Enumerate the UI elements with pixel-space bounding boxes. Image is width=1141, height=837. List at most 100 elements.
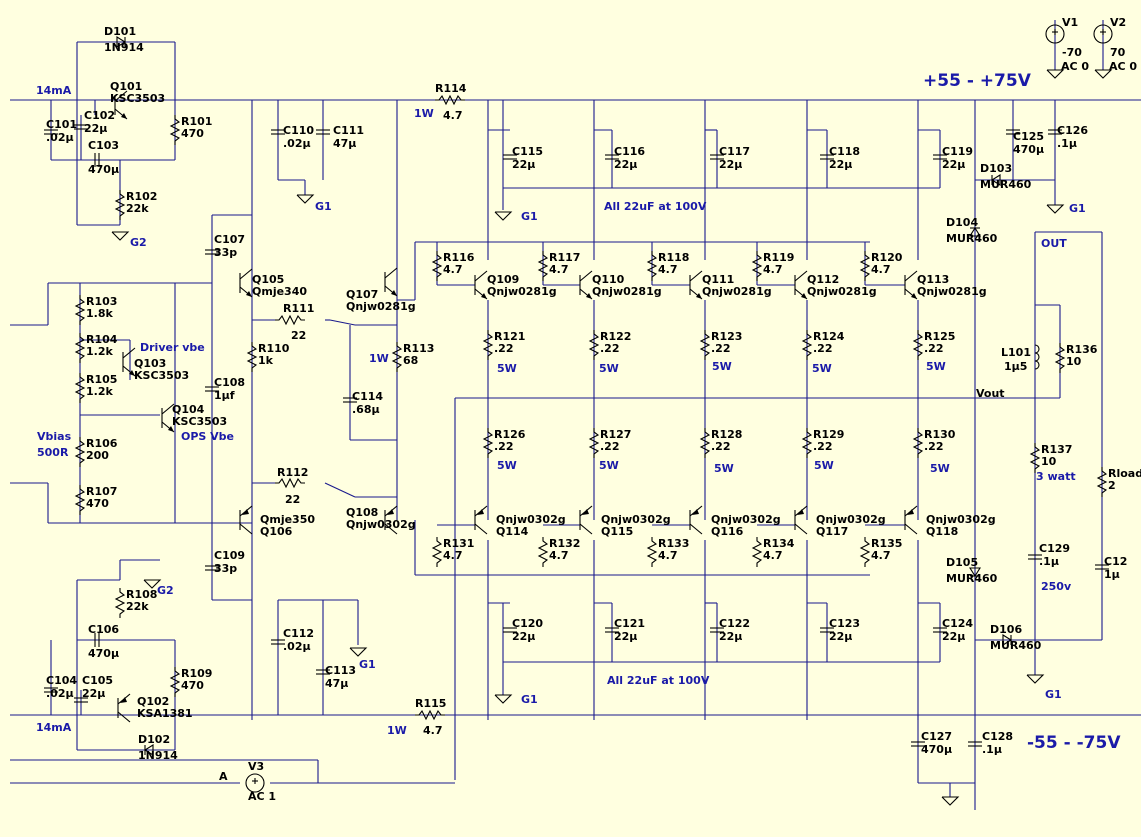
capacitor-ref-c110: C110	[283, 124, 314, 137]
resistor-r117	[537, 251, 549, 281]
vbias-label: Vbias	[37, 430, 72, 443]
capacitor-value-c106: 470µ	[88, 647, 119, 660]
transistor-q108	[384, 505, 398, 535]
capacitor-c127	[911, 741, 925, 747]
diode-d104	[969, 226, 981, 237]
resistor-value-r101: 470	[181, 127, 204, 140]
resistor-value-r118: 4.7	[658, 263, 678, 276]
diode-ref-d105: D105	[946, 556, 978, 569]
wire-58	[329, 319, 356, 326]
capacitor-c118	[820, 154, 834, 160]
transistor-ref-q107: Q107	[346, 288, 378, 301]
ground-label: G1	[521, 210, 538, 223]
wire-61	[324, 482, 356, 498]
net-label-out: OUT	[1041, 237, 1067, 250]
resistor-value-r110: 1k	[258, 354, 274, 367]
resistor-value-r123: .22	[711, 342, 731, 355]
resistor-ref-r134: R134	[763, 537, 795, 550]
ground-symbol	[1094, 69, 1113, 79]
current-label-top: 14mA	[36, 84, 72, 97]
capacitor-ref-c117: C117	[719, 145, 750, 158]
components	[44, 24, 1113, 806]
resistor-value-r116: 4.7	[443, 263, 463, 276]
transistor-ref-q113: Q113	[917, 273, 949, 286]
resistor-value-r103: 1.8k	[86, 307, 113, 320]
capacitor-c115	[503, 154, 517, 160]
caps-note-bottom: All 22uF at 100V	[607, 674, 710, 687]
transistor-ref-q108: Q108	[346, 506, 378, 519]
transistor-model-q116: Qnjw0302g	[711, 513, 781, 526]
capacitor-ref-c101: C101	[46, 118, 77, 131]
resistor-r118	[646, 251, 658, 281]
transistor-ref-q106: Q106	[260, 525, 293, 538]
capacitor-ref-c107: C107	[214, 233, 245, 246]
transistor-q104	[161, 403, 175, 433]
capacitor-ref-c115: C115	[512, 145, 543, 158]
power-rating-r113: 1W	[369, 352, 389, 365]
capacitor-c107	[205, 249, 219, 255]
capacitor-c103	[94, 153, 100, 167]
resistor-r108	[114, 588, 126, 618]
transistor-ref-q101: Q101	[110, 80, 142, 93]
capacitor-ref-c102: C102	[84, 109, 115, 122]
capacitor-value-c103: 470µ	[88, 163, 119, 176]
resistor-r137	[1029, 443, 1041, 473]
resistor-r135	[859, 537, 871, 567]
resistor-value-r132: 4.7	[549, 549, 569, 562]
diode-ref-d106: D106	[990, 623, 1022, 636]
capacitor-value-c119: 22µ	[942, 158, 965, 171]
resistor-value-r107: 470	[86, 497, 109, 510]
resistor-r102	[114, 190, 126, 220]
resistor-value-rload: 2	[1108, 479, 1116, 492]
capacitor-c120	[503, 627, 517, 633]
transistor-q117	[794, 505, 808, 535]
capacitor-ref-c103: C103	[88, 139, 119, 152]
capacitor-c108	[205, 386, 219, 392]
resistor-r136	[1054, 343, 1066, 373]
capacitor-value-c101: .02µ	[46, 131, 74, 144]
capacitor-value-c121: 22µ	[614, 630, 637, 643]
resistor-value-r126: .22	[494, 440, 514, 453]
resistor-r132	[537, 537, 549, 567]
capacitor-ref-c106: C106	[88, 623, 119, 636]
resistor-ref-r117: R117	[549, 251, 580, 264]
resistor-ref-r116: R116	[443, 251, 475, 264]
capacitor-value-c105: 22µ	[82, 687, 105, 700]
resistor-r124	[801, 330, 813, 360]
r126-rating: 5W	[497, 459, 517, 472]
voltage-source-v1	[1045, 24, 1065, 44]
capacitor-value-c108: 1µf	[214, 389, 235, 402]
resistor-r128	[699, 428, 711, 458]
capacitor-value-c126: .1µ	[1057, 137, 1077, 150]
capacitor-ref-c122: C122	[719, 617, 750, 630]
ground-symbol	[494, 211, 513, 221]
resistor-ref-r135: R135	[871, 537, 902, 550]
transistor-ref-q110: Q110	[592, 273, 625, 286]
ground-symbol	[111, 231, 130, 241]
transistor-model-q111: Qnjw0281g	[702, 285, 772, 298]
r123-rating: 5W	[712, 360, 732, 373]
transistor-ref-q118: Q118	[926, 525, 958, 538]
capacitor-c112	[271, 639, 285, 645]
resistor-r105	[74, 373, 86, 403]
inductor-value-l101: 1µ5	[1004, 360, 1027, 373]
capacitor-value-c120: 22µ	[512, 630, 535, 643]
resistor-r123	[699, 330, 711, 360]
transistor-ref-q102: Q102	[137, 695, 169, 708]
diode-d102	[143, 744, 154, 756]
capacitor-value-c129: .1µ	[1039, 555, 1059, 568]
transistor-q114	[474, 505, 488, 535]
source-value-v1: -70	[1062, 46, 1082, 59]
resistor-value-r122: .22	[600, 342, 620, 355]
diode-model-d105: MUR460	[946, 572, 998, 585]
ground-label: G1	[1069, 202, 1086, 215]
capacitor-c119	[933, 154, 947, 160]
resistor-ref-r118: R118	[658, 251, 689, 264]
power-rating-r114: 1W	[414, 107, 434, 120]
r128-rating: 5W	[714, 462, 734, 475]
resistor-r116	[431, 251, 443, 281]
capacitor-c121	[605, 627, 619, 633]
transistor-ref-q109: Q109	[487, 273, 519, 286]
net-label-a: A	[219, 770, 228, 783]
resistor-ref-r120: R120	[871, 251, 903, 264]
